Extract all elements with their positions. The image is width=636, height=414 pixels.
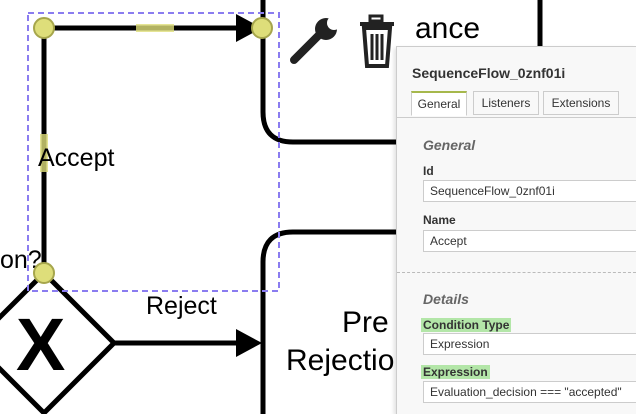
condition-type-select[interactable]: Expression [423, 333, 636, 355]
details-section-title: Details [423, 291, 469, 307]
expression-input[interactable] [423, 381, 636, 403]
accept-flow-label-marker [136, 24, 174, 32]
task-bottom-box[interactable] [260, 229, 400, 414]
task-top-label: ance [415, 12, 480, 45]
section-divider [397, 272, 636, 273]
tab-rule [397, 117, 636, 118]
accept-flow-label-marker-2 [40, 134, 48, 172]
accept-flow-label[interactable]: Accept [38, 144, 114, 172]
tab-general[interactable]: General [411, 91, 467, 116]
tab-extensions[interactable]: Extensions [543, 91, 619, 115]
task-bottom-label-1: Pre [342, 306, 389, 339]
accept-flow-arrowhead [236, 14, 262, 42]
name-input[interactable] [423, 230, 636, 252]
id-input[interactable] [423, 180, 636, 202]
general-section-title: General [423, 137, 476, 153]
id-label: Id [423, 164, 434, 178]
reject-flow-arrowhead [236, 329, 262, 357]
bendpoint-handle[interactable] [33, 262, 55, 284]
task-bottom-label-2: Rejectio [286, 344, 394, 377]
properties-panel: SequenceFlow_0znf01i General Listeners E… [396, 46, 636, 414]
condition-type-label: Condition Type [421, 318, 512, 332]
tab-listeners[interactable]: Listeners [473, 91, 539, 115]
name-label: Name [423, 213, 456, 227]
trash-icon[interactable] [360, 14, 394, 68]
panel-tabs: General Listeners Extensions [411, 91, 636, 116]
selection-outline [27, 12, 280, 292]
reject-flow-label[interactable]: Reject [146, 292, 217, 320]
panel-title: SequenceFlow_0znf01i [412, 65, 566, 81]
bendpoint-handle[interactable] [33, 17, 55, 39]
wrench-icon[interactable] [290, 16, 341, 64]
gateway-marker: X [16, 303, 65, 386]
bendpoint-handle[interactable] [251, 17, 273, 39]
expression-label: Expression [421, 365, 490, 379]
exclusive-gateway[interactable] [0, 269, 118, 414]
